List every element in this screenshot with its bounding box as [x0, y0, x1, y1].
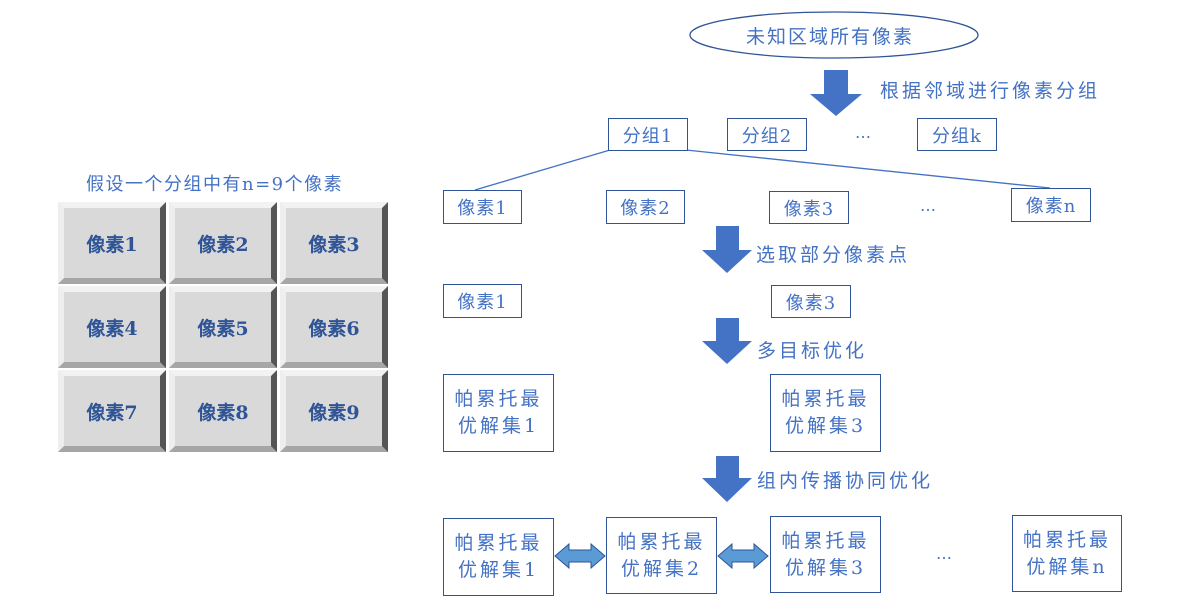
- down-arrow-icon: [702, 456, 752, 502]
- connector-line: [685, 149, 1051, 189]
- pareto-line: 优解集n: [1026, 555, 1108, 578]
- group-box: 分组2: [727, 118, 807, 151]
- grid-cell: 像素9: [280, 370, 388, 452]
- ellipsis: …: [936, 544, 954, 563]
- pareto-line: 帕累托最: [454, 532, 543, 554]
- step-label: 选取部分像素点: [756, 244, 911, 266]
- down-arrow-icon: [702, 318, 752, 364]
- step-label: 多目标优化: [757, 340, 868, 362]
- start-node-label: 未知区域所有像素: [746, 26, 915, 48]
- grid-cell: 像素4: [58, 286, 166, 368]
- pareto-line: 帕累托最: [1022, 528, 1111, 551]
- grid-cell: 像素2: [169, 202, 277, 284]
- grid-cell: 像素5: [169, 286, 277, 368]
- pixel-box: 像素3: [769, 191, 849, 224]
- pareto-line: 优解集3: [784, 556, 867, 579]
- pareto-line: 优解集1: [457, 559, 540, 581]
- ellipsis: …: [855, 123, 873, 142]
- down-arrow-icon: [810, 70, 862, 116]
- pixel-box: 像素n: [1011, 188, 1091, 222]
- pareto-set-box: 帕累托最 优解集1: [443, 374, 554, 452]
- pixel-grid: 像素1 像素2 像素3 像素4 像素5 像素6 像素7 像素8 像素9: [58, 202, 388, 452]
- selected-pixel-box: 像素3: [771, 285, 851, 318]
- final-set-box: 帕累托最 优解集2: [606, 517, 717, 594]
- pareto-line: 优解集2: [620, 557, 703, 580]
- pixel-box: 像素2: [606, 190, 685, 224]
- down-arrow-icon: [702, 226, 752, 273]
- pareto-line: 帕累托最: [781, 388, 870, 410]
- grid-cell: 像素1: [58, 202, 166, 284]
- connector-line: [474, 149, 611, 191]
- group-box: 分组k: [917, 118, 997, 151]
- grid-cell: 像素6: [280, 286, 388, 368]
- final-set-box: 帕累托最 优解集1: [443, 518, 554, 596]
- pareto-line: 帕累托最: [454, 388, 543, 410]
- final-set-box: 帕累托最 优解集3: [770, 516, 881, 593]
- selected-pixel-box: 像素1: [443, 284, 522, 318]
- ellipsis: …: [920, 196, 938, 215]
- final-set-box: 帕累托最 优解集n: [1012, 515, 1122, 592]
- double-arrow-icon: [717, 542, 769, 570]
- pareto-line: 优解集1: [457, 415, 540, 437]
- pixel-box: 像素1: [443, 190, 522, 224]
- grid-cell: 像素8: [169, 370, 277, 452]
- grid-cell: 像素7: [58, 370, 166, 452]
- grid-cell: 像素3: [280, 202, 388, 284]
- pareto-line: 优解集3: [784, 415, 867, 437]
- pareto-line: 帕累托最: [617, 530, 706, 553]
- pareto-line: 帕累托最: [781, 529, 870, 552]
- double-arrow-icon: [554, 542, 606, 570]
- group-box: 分组1: [608, 118, 688, 151]
- step-label: 组内传播协同优化: [757, 470, 934, 492]
- pareto-set-box: 帕累托最 优解集3: [770, 374, 881, 452]
- step-label: 根据邻域进行像素分组: [880, 80, 1101, 102]
- grid-title: 假设一个分组中有n=9个像素: [86, 174, 344, 195]
